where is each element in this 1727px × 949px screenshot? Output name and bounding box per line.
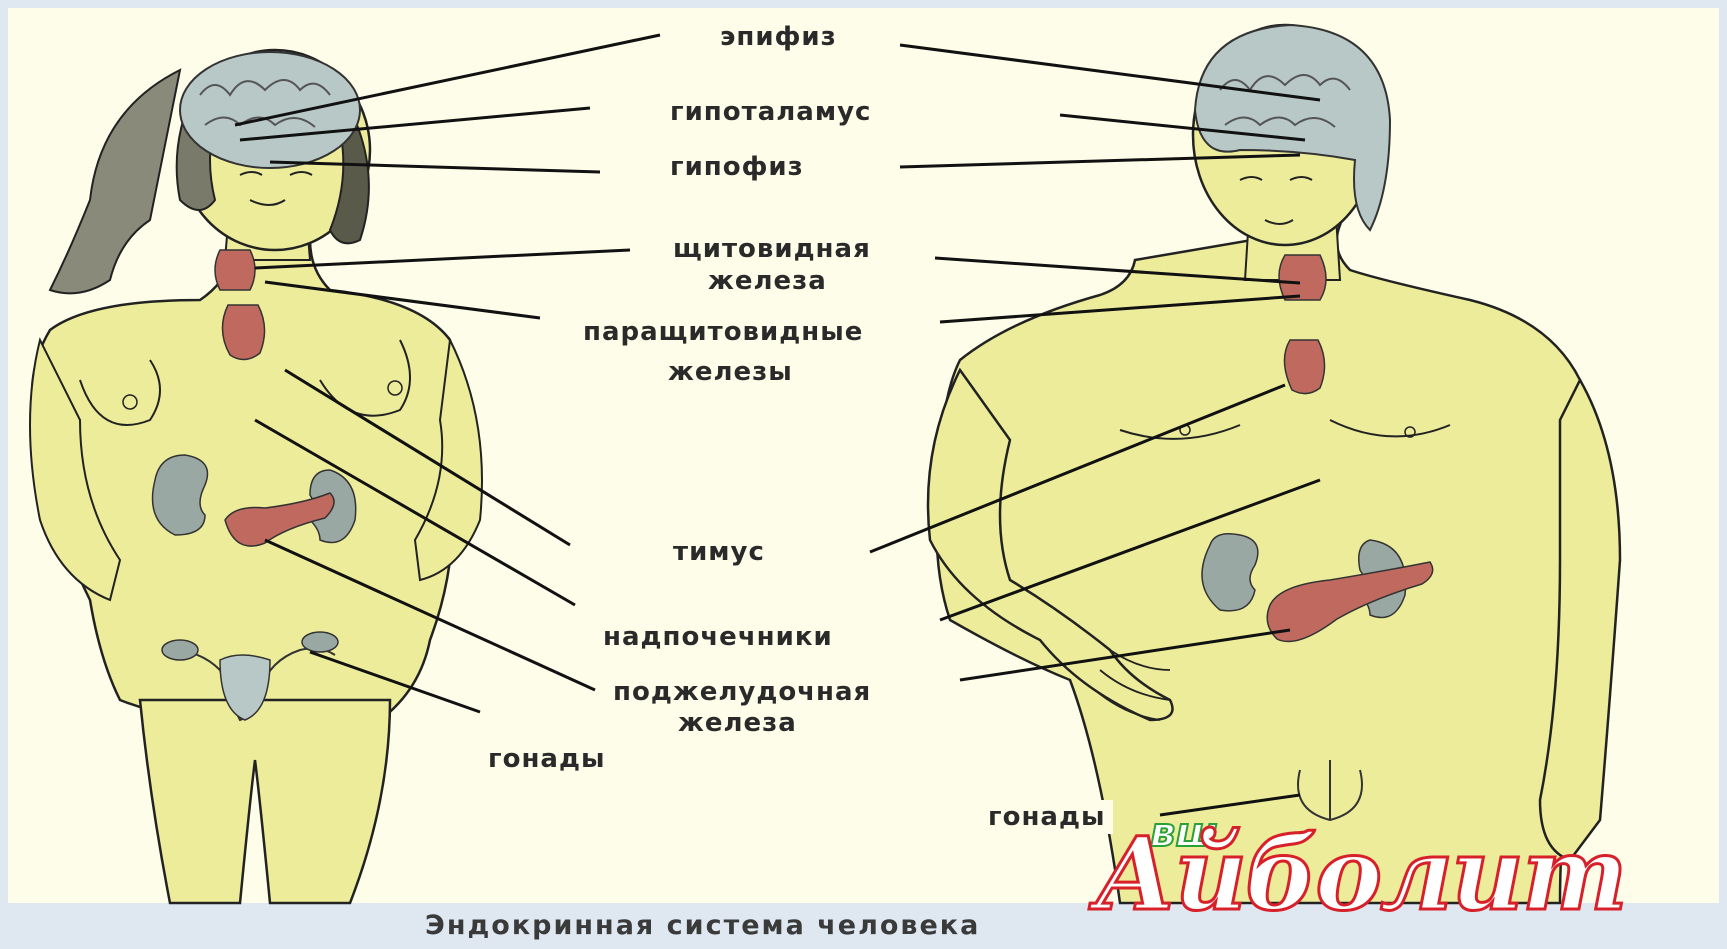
label-gonads-female: гонады bbox=[480, 742, 613, 776]
female-thyroid bbox=[215, 250, 255, 290]
logo-aibolit: Айболит bbox=[1095, 815, 1626, 933]
label-pancreas-line1: поджелудочная bbox=[605, 675, 879, 709]
male-kidney-left bbox=[1202, 534, 1258, 611]
label-adrenal: надпочечники bbox=[595, 620, 841, 654]
label-gonads-male: гонады bbox=[980, 800, 1113, 834]
label-pituitary: гипофиз bbox=[662, 150, 812, 184]
male-thymus bbox=[1284, 340, 1324, 394]
label-thyroid-line1: щитовидная bbox=[665, 232, 879, 266]
male-thyroid bbox=[1279, 255, 1326, 300]
label-parathyroid-line2: железы bbox=[660, 355, 801, 389]
female-thymus bbox=[222, 305, 264, 360]
label-thyroid-line2: железа bbox=[700, 264, 835, 298]
label-hypothalamus: гипоталамус bbox=[662, 95, 879, 129]
label-parathyroid-line1: паращитовидные bbox=[575, 315, 871, 349]
label-epiphysis: эпифиз bbox=[712, 20, 845, 54]
female-brain bbox=[180, 52, 360, 168]
diagram-caption: Эндокринная система человека bbox=[425, 910, 980, 941]
label-thymus: тимус bbox=[665, 535, 773, 569]
female-kidney-left bbox=[153, 455, 208, 535]
label-pancreas-line2: железа bbox=[670, 706, 805, 740]
